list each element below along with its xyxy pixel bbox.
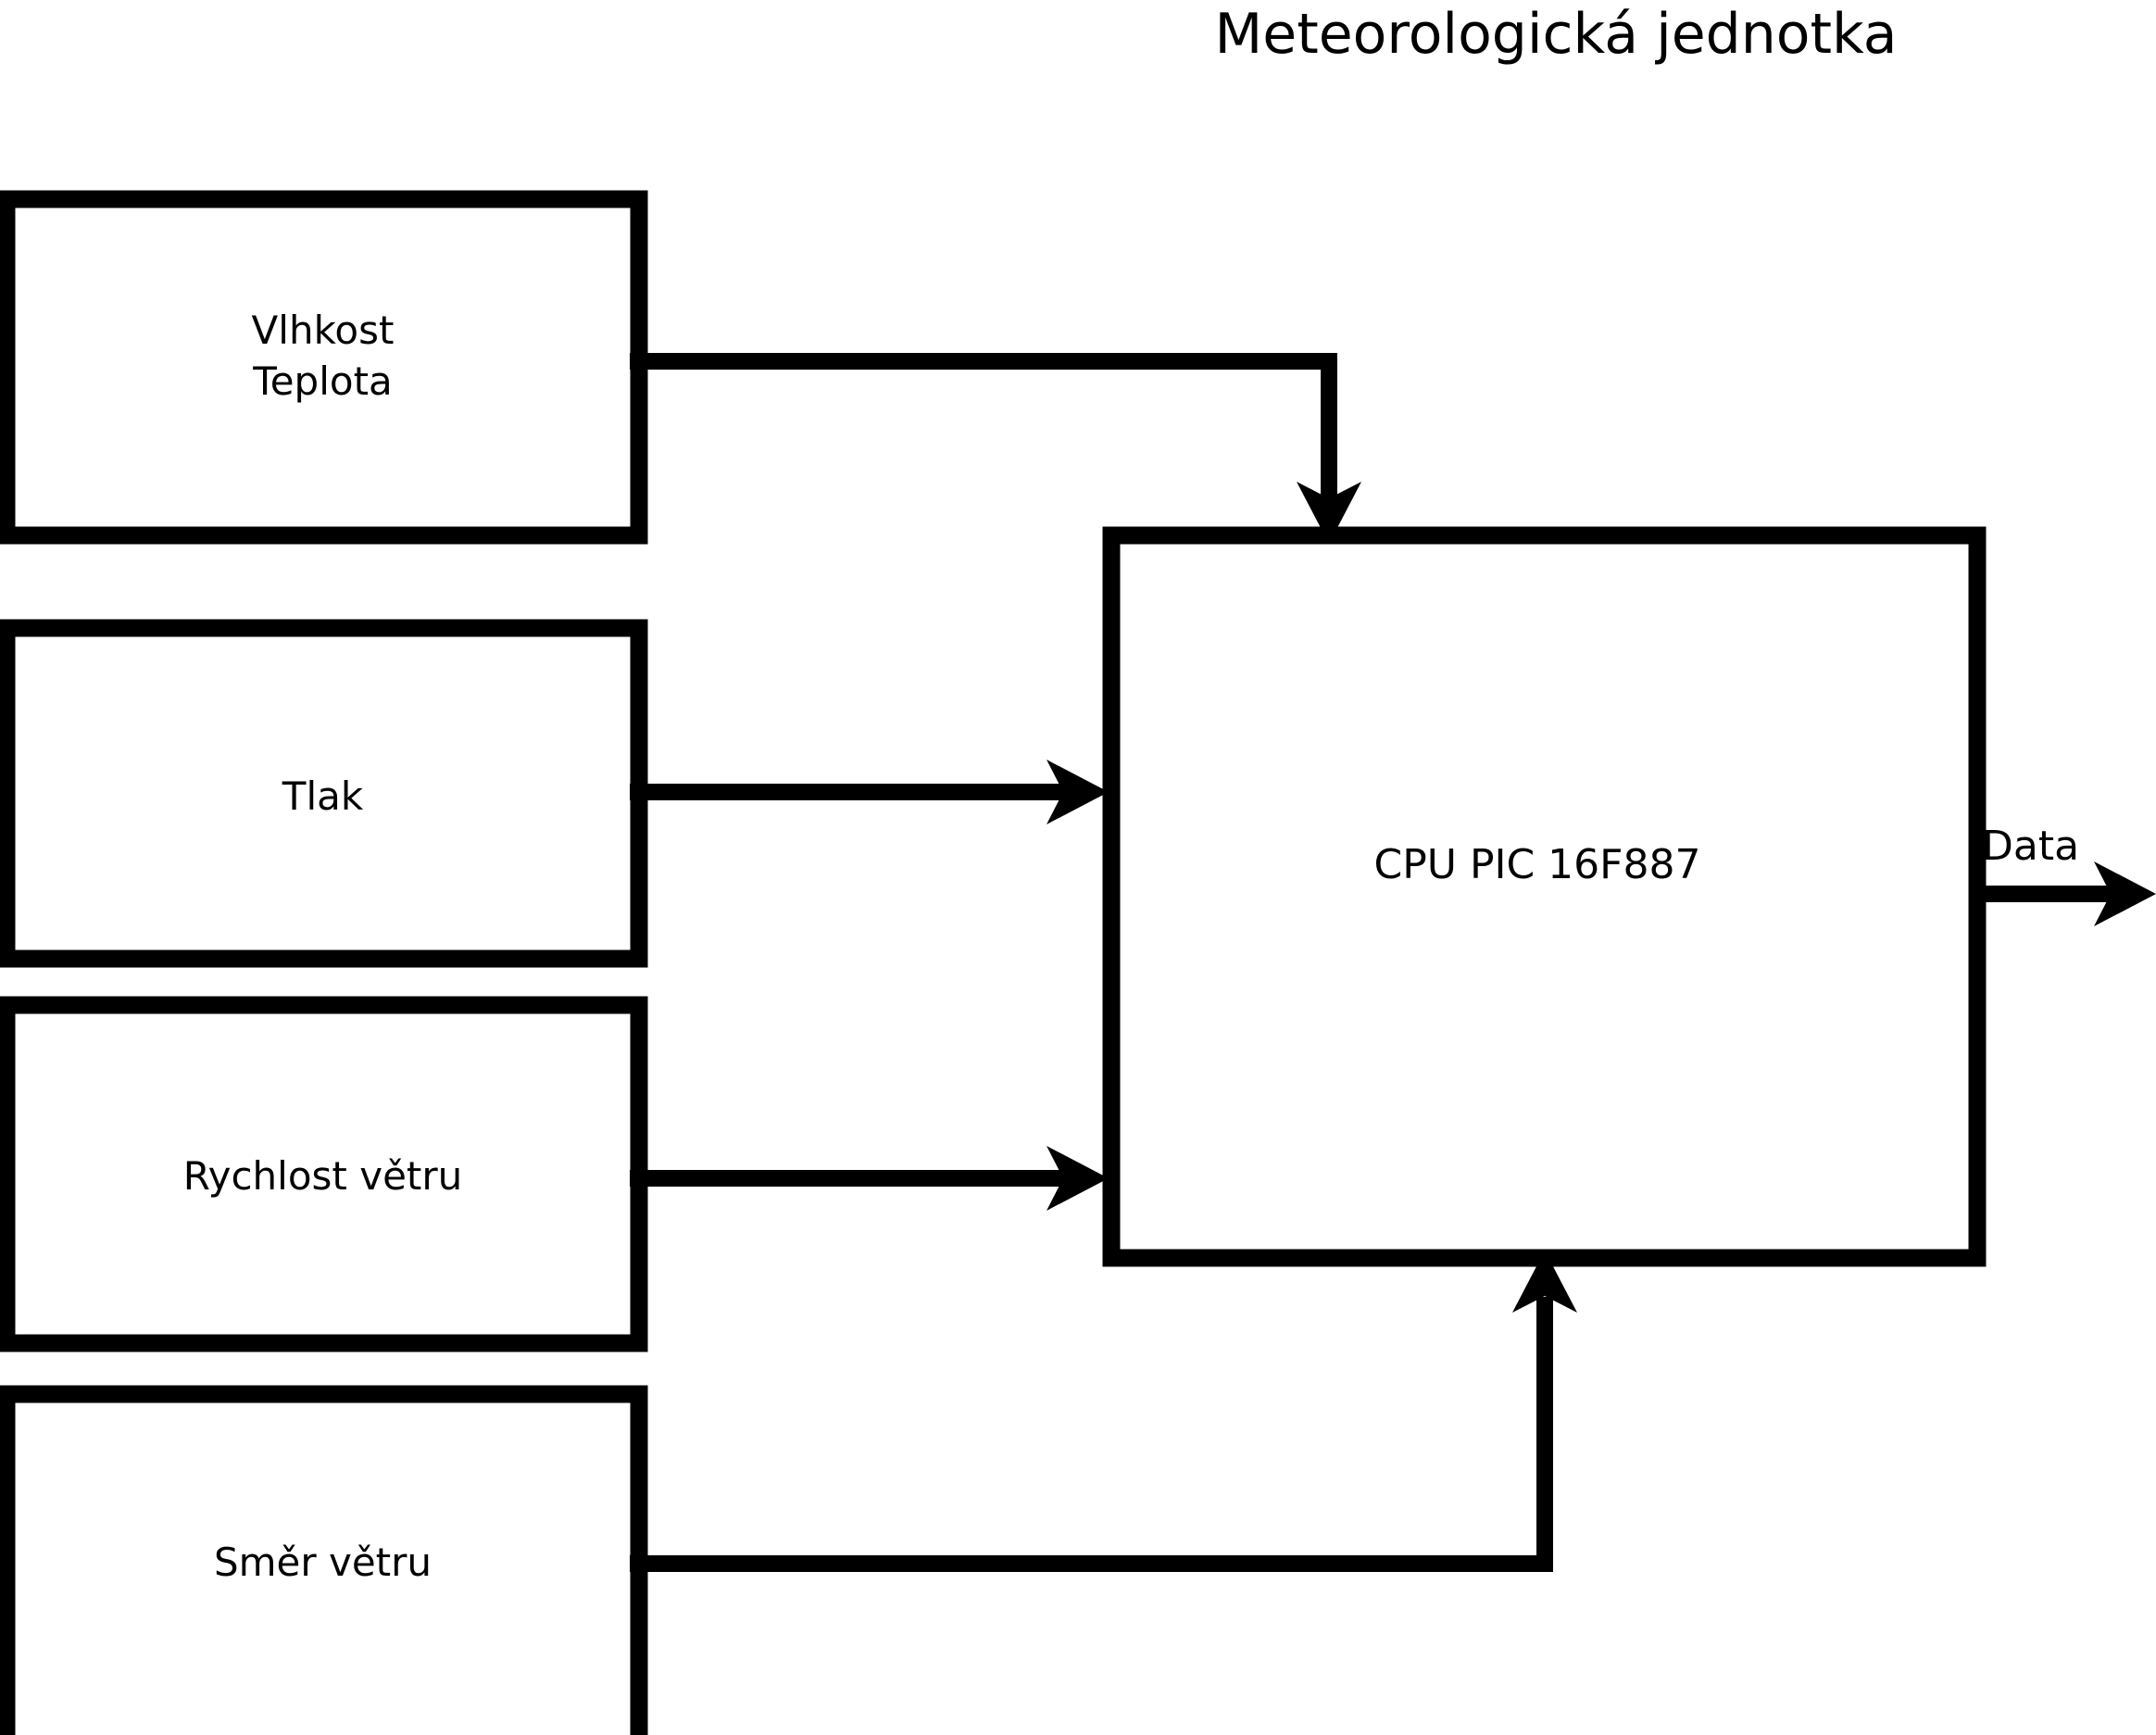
arrowhead-wind-speed-to-cpu — [1047, 1146, 1109, 1211]
arrowhead-humidity-to-cpu — [1297, 482, 1361, 544]
wind-direction-block[interactable] — [0, 1385, 648, 1735]
page-title: Meteorologická jednotka — [1214, 2, 1898, 67]
connector-humidity-to-cpu — [630, 353, 1337, 500]
arrowhead-cpu-to-data-output — [2094, 861, 2156, 926]
arrowhead-wind-direction-to-cpu — [1512, 1251, 1577, 1313]
humidity-temperature-block[interactable] — [0, 190, 648, 545]
pressure-block[interactable] — [0, 619, 648, 968]
cpu-block[interactable] — [1102, 526, 1987, 1267]
wind-speed-block[interactable] — [0, 996, 648, 1352]
arrowhead-pressure-to-cpu — [1047, 760, 1109, 824]
connector-wind-direction-to-cpu — [630, 1297, 1553, 1572]
